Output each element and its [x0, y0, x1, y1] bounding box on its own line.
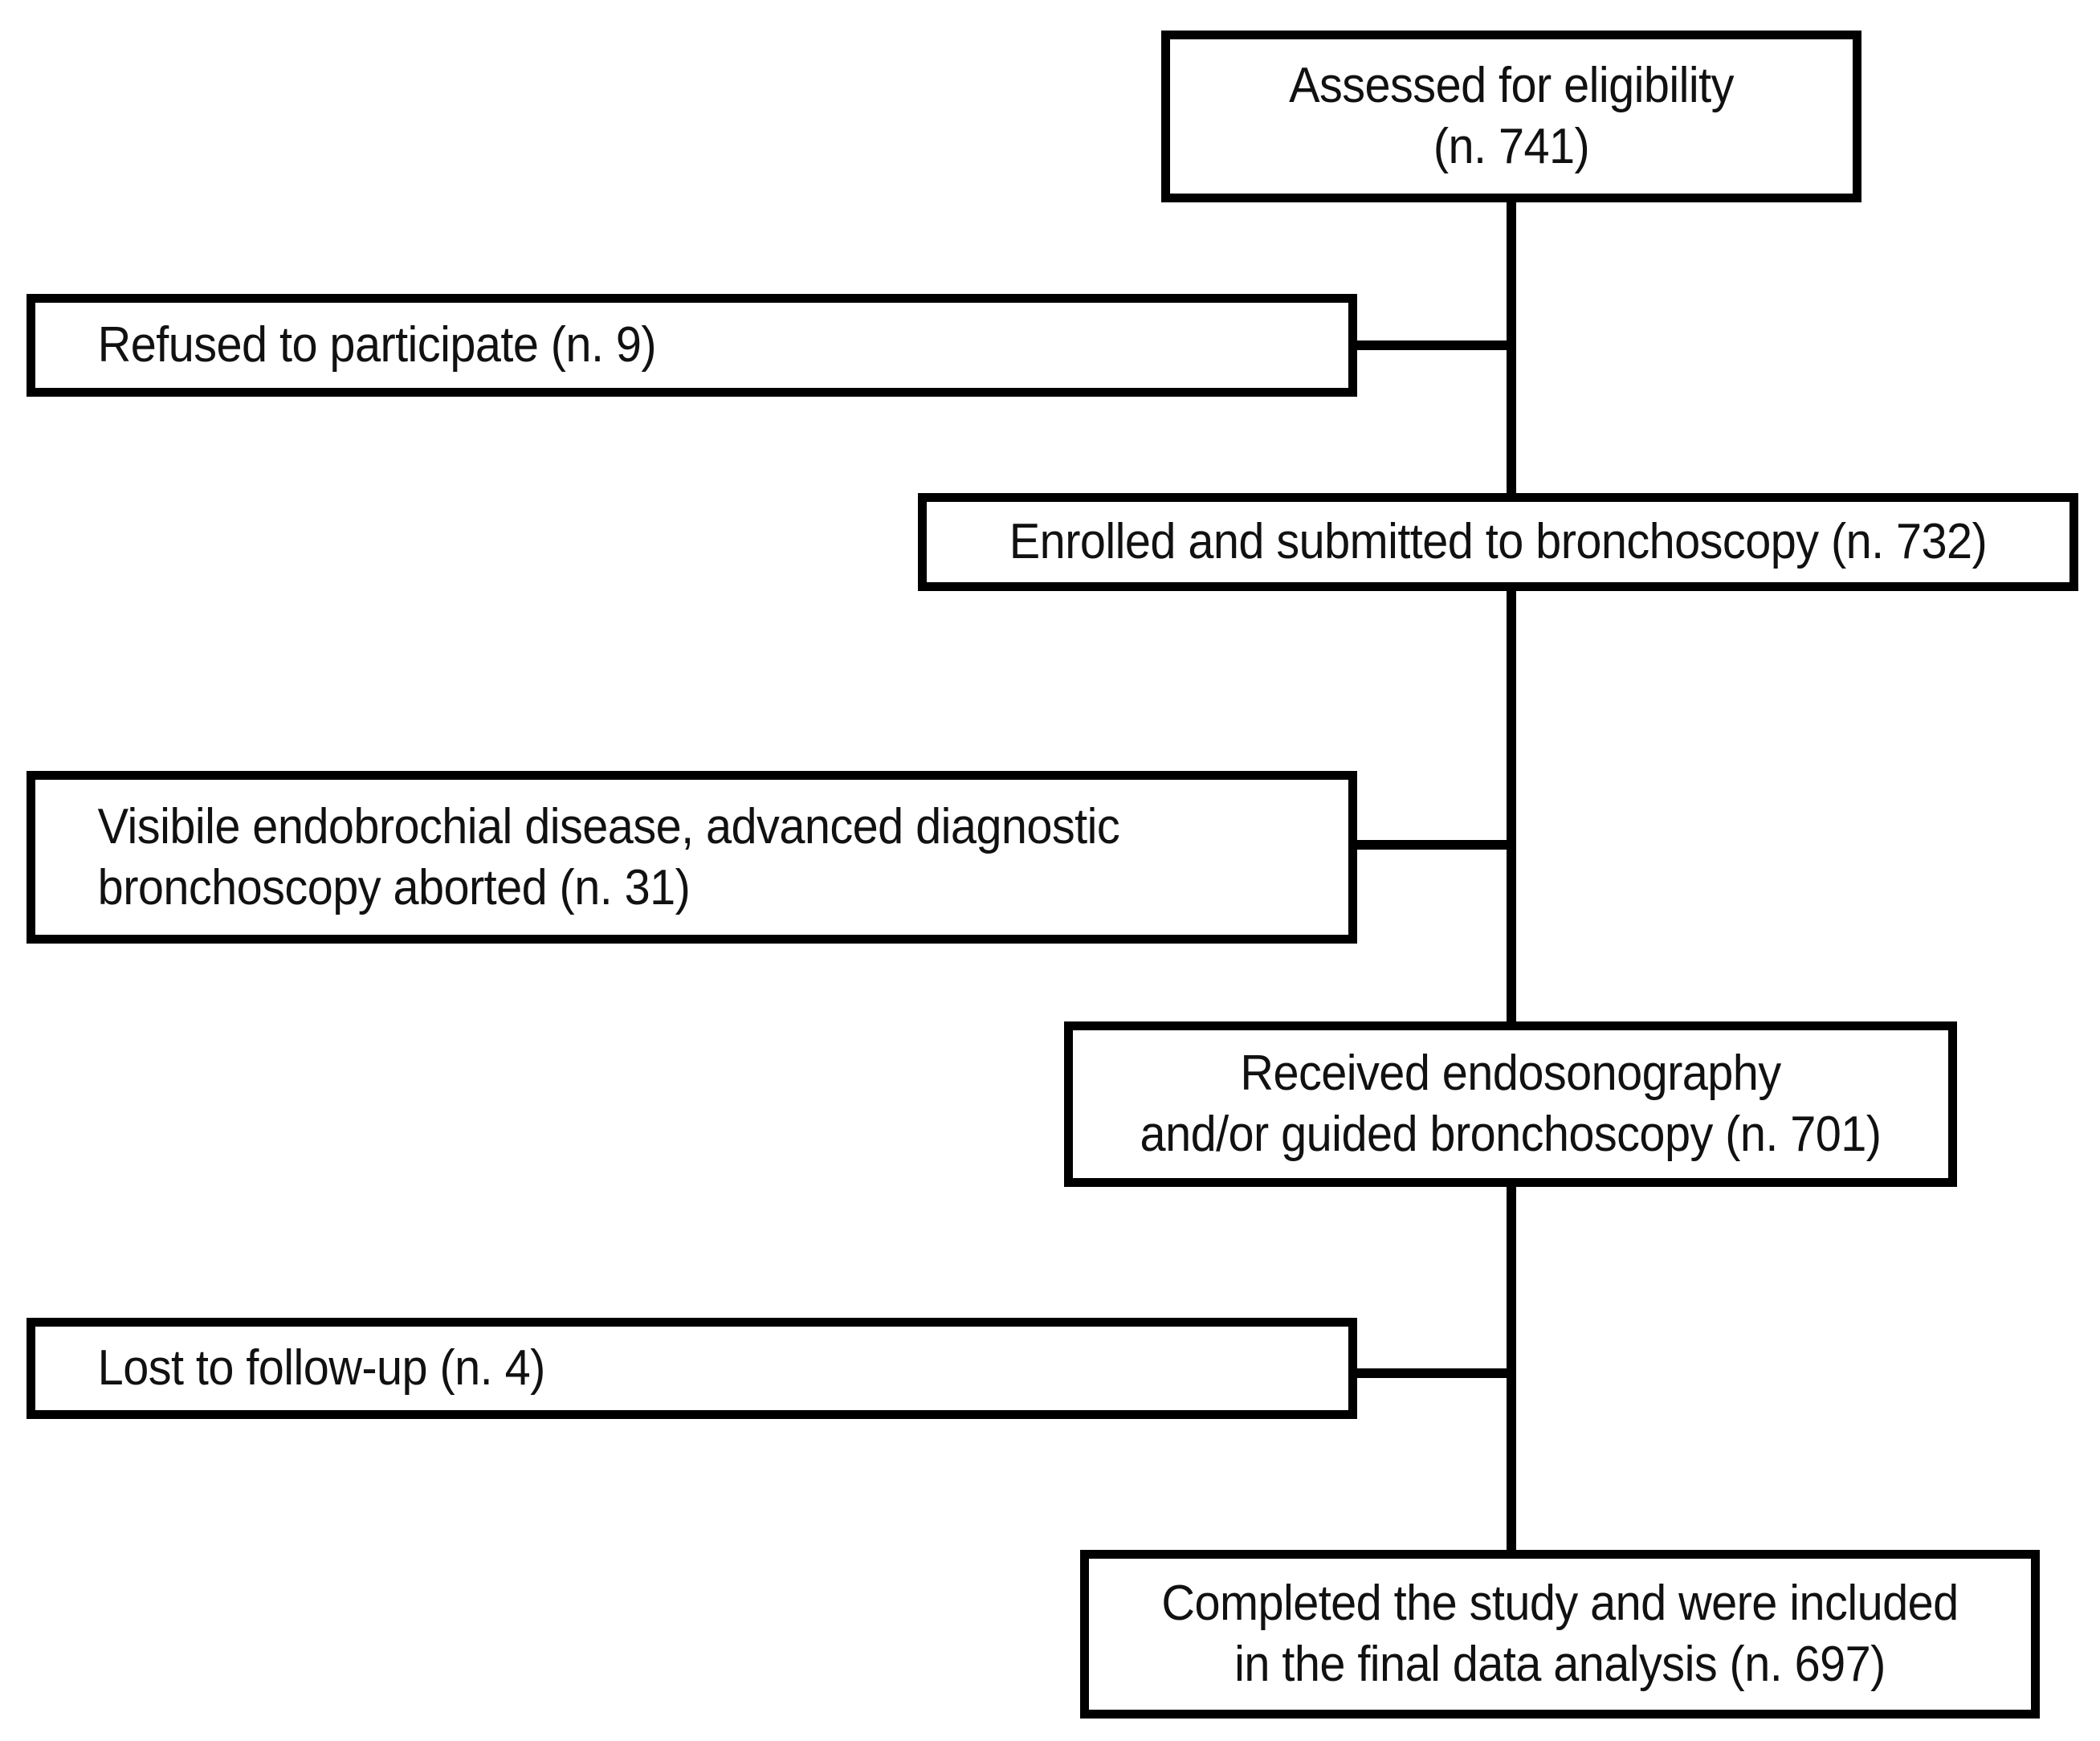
node-assessed-label: Assessed for eligibility (n. 741): [1289, 58, 1734, 174]
connector-enrolled-to-received: [1507, 586, 1516, 1028]
node-received-label: Received endosonography and/or guided br…: [1140, 1046, 1882, 1162]
node-assessed-for-eligibility[interactable]: Assessed for eligibility (n. 741): [1161, 31, 1861, 202]
node-endobronchial-disease-aborted[interactable]: Visibile endobrochial disease, advanced …: [27, 771, 1357, 944]
node-refused-to-participate[interactable]: Refused to participate (n. 9): [27, 294, 1357, 397]
connector-to-refused: [1349, 340, 1511, 350]
connector-assessed-to-enrolled: [1507, 201, 1516, 508]
node-completed-label: Completed the study and were included in…: [1161, 1576, 1959, 1692]
node-enrolled-label: Enrolled and submitted to bronchoscopy (…: [1009, 514, 1988, 570]
connector-to-lost: [1349, 1368, 1511, 1378]
node-aborted-label: Visibile endobrochial disease, advanced …: [97, 798, 1120, 915]
connector-received-to-completed: [1507, 1182, 1516, 1558]
node-completed-study[interactable]: Completed the study and were included in…: [1080, 1550, 2040, 1719]
node-received-endosonography[interactable]: Received endosonography and/or guided br…: [1064, 1021, 1957, 1187]
connector-to-aborted: [1349, 840, 1511, 850]
node-refused-label: Refused to participate (n. 9): [97, 317, 657, 373]
node-lost-label: Lost to follow-up (n. 4): [97, 1340, 546, 1396]
node-enrolled-bronchoscopy[interactable]: Enrolled and submitted to bronchoscopy (…: [918, 493, 2078, 591]
node-lost-to-follow-up[interactable]: Lost to follow-up (n. 4): [27, 1318, 1357, 1419]
